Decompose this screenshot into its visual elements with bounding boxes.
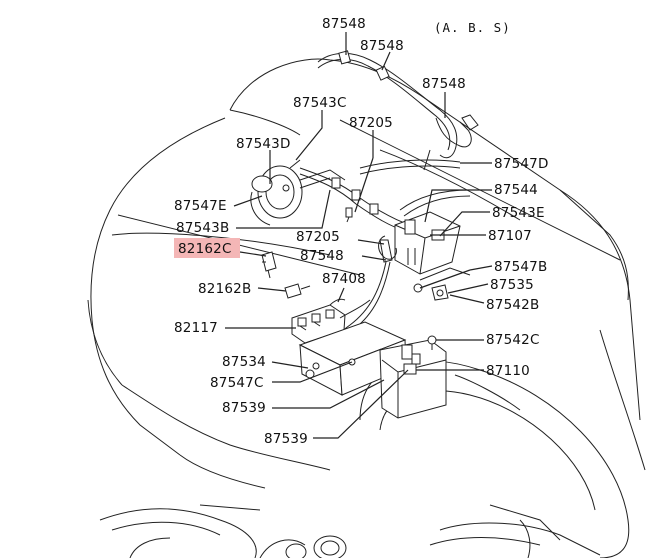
diagram-header: (A. B. S) [434, 20, 511, 35]
part-labels: (A. B. S) 87548 87548 87548 87543C 87205… [174, 16, 549, 447]
part-label-87205-a[interactable]: 87205 [349, 115, 393, 131]
part-label-87543D[interactable]: 87543D [236, 136, 291, 152]
part-label-87548-a[interactable]: 87548 [322, 16, 366, 32]
part-label-82162B[interactable]: 82162B [198, 281, 251, 297]
main-harness [299, 159, 471, 346]
part-label-87543B[interactable]: 87543B [176, 220, 229, 236]
part-label-87543E[interactable]: 87543E [492, 205, 545, 221]
part-label-87548-b[interactable]: 87548 [360, 38, 404, 54]
part-label-87547B[interactable]: 87547B [494, 259, 547, 275]
part-label-87539-a[interactable]: 87539 [222, 400, 266, 416]
part-label-87547E[interactable]: 87547E [174, 198, 227, 214]
part-label-87544[interactable]: 87544 [494, 182, 538, 198]
body-outline [87, 58, 646, 558]
control-unit [298, 321, 447, 419]
leader-lines [225, 32, 493, 439]
part-label-82162C[interactable]: 82162C [178, 241, 232, 257]
part-label-87542B[interactable]: 87542B [486, 297, 539, 313]
part-label-87205-b[interactable]: 87205 [296, 229, 340, 245]
part-label-87548-d[interactable]: 87548 [300, 248, 344, 264]
part-label-87535[interactable]: 87535 [490, 277, 534, 293]
part-label-87548-c[interactable]: 87548 [422, 76, 466, 92]
part-label-87539-b[interactable]: 87539 [264, 431, 308, 447]
part-label-87547D[interactable]: 87547D [494, 156, 549, 172]
part-label-87543C[interactable]: 87543C [293, 95, 347, 111]
part-label-87534[interactable]: 87534 [222, 354, 266, 370]
reservoir-assembly [250, 159, 346, 226]
part-label-87110[interactable]: 87110 [486, 363, 530, 379]
highlight-box [174, 238, 240, 258]
part-label-87107[interactable]: 87107 [488, 228, 532, 244]
part-label-87547C[interactable]: 87547C [210, 375, 264, 391]
part-label-87542C[interactable]: 87542C [486, 332, 540, 348]
part-label-82117[interactable]: 82117 [174, 320, 218, 336]
sensors [261, 251, 311, 299]
part-label-87408[interactable]: 87408 [322, 271, 366, 287]
